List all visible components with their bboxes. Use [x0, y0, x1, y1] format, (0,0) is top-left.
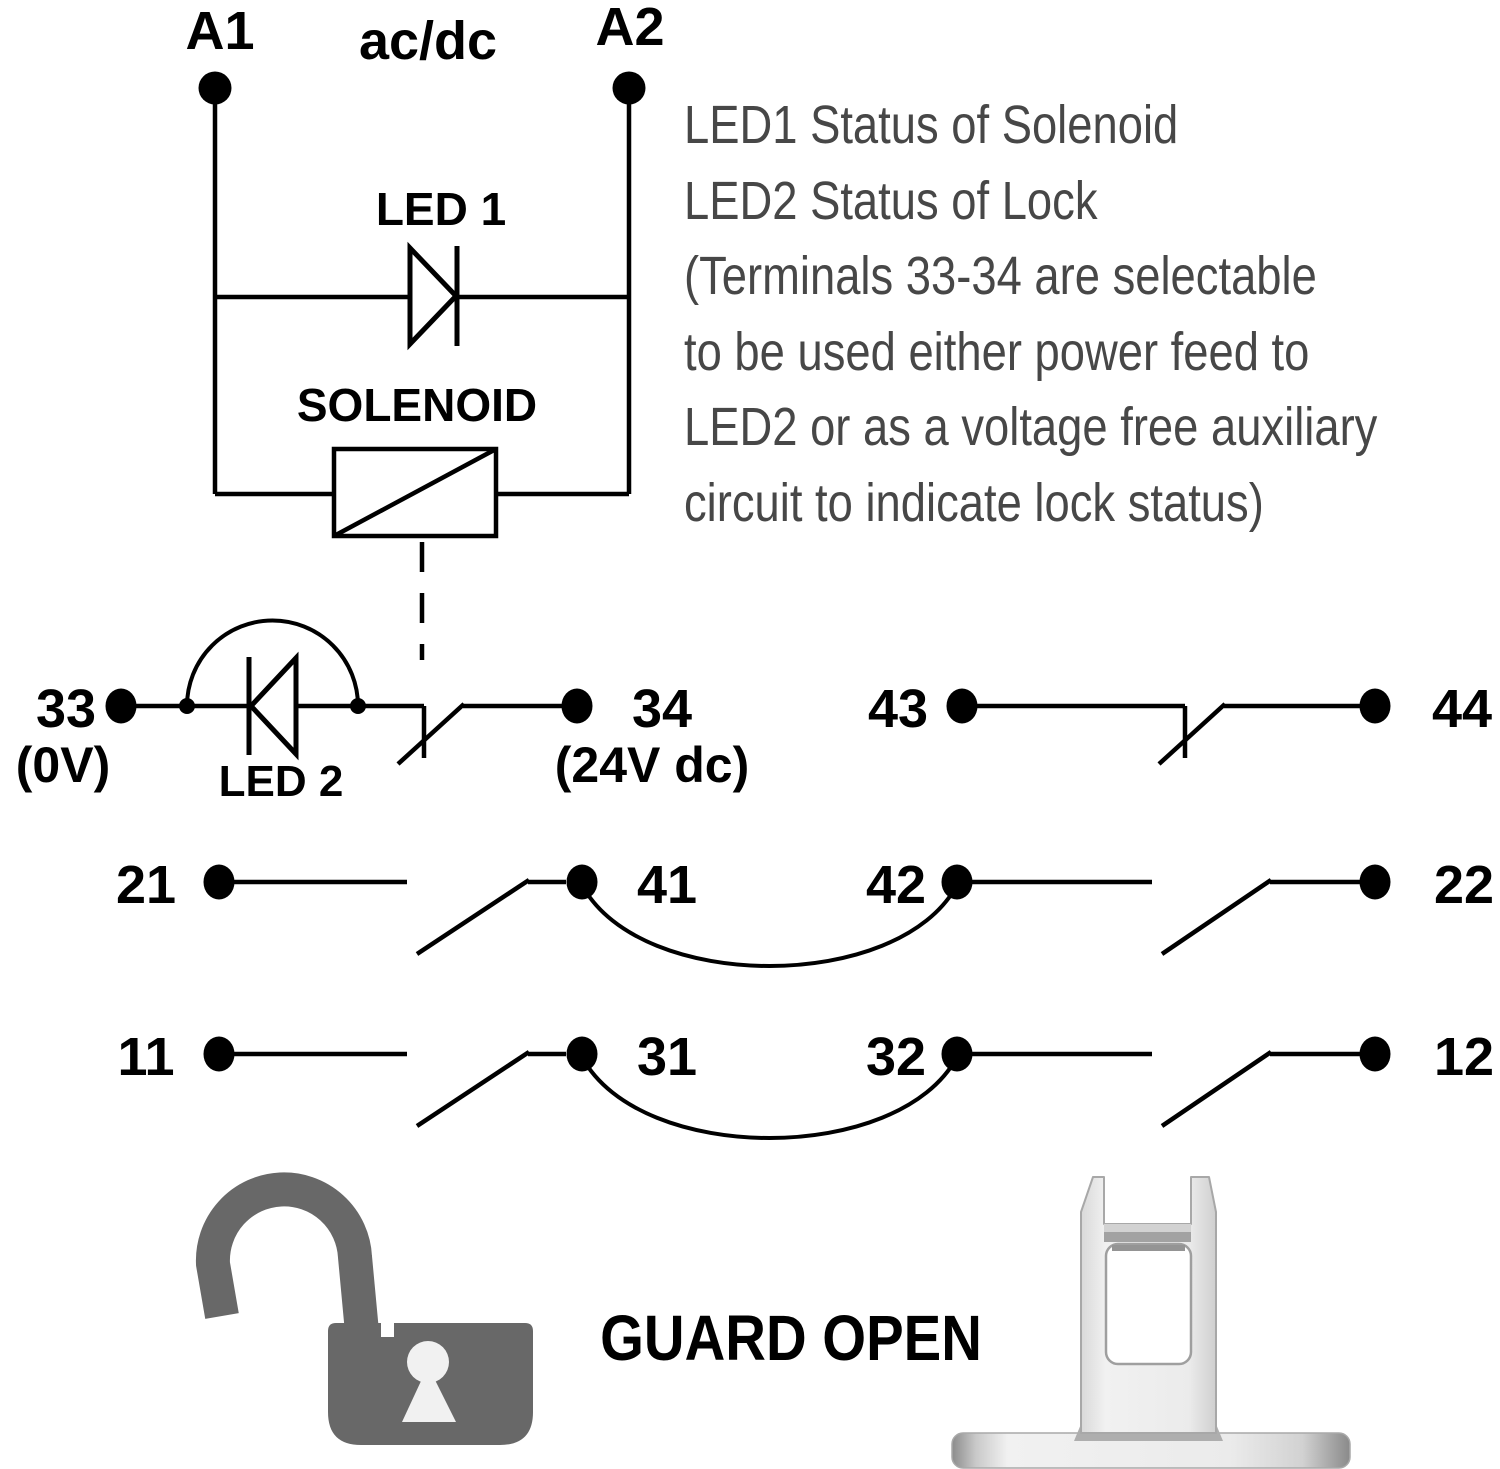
contact-33-blade	[396, 702, 466, 766]
link-arc-31-32	[580, 1056, 959, 1140]
note-line: LED2 Status of Lock	[684, 170, 1098, 231]
padlock-shackle	[195, 1172, 379, 1334]
terminal-dot-22	[1359, 864, 1391, 900]
terminal-dot-32	[941, 1036, 973, 1072]
padlock-keyhole-circle	[407, 1341, 449, 1383]
terminal-label-a2: A2	[595, 0, 665, 57]
actuator-key-icon	[951, 1176, 1351, 1469]
note-line: circuit to indicate lock status)	[684, 472, 1264, 533]
terminal-label-33: 33	[35, 679, 97, 739]
terminal-label-43: 43	[867, 679, 929, 739]
contact-11-blade	[415, 1050, 531, 1128]
terminal-dot-21	[203, 864, 235, 900]
link-arc-41-42	[580, 884, 959, 968]
terminal-dot-31	[566, 1036, 598, 1072]
contact-row-11-12	[219, 1050, 1360, 1140]
terminal-label-11: 11	[117, 1027, 175, 1087]
note-line: (Terminals 33-34 are selectable	[684, 246, 1317, 306]
actuator-window	[1104, 1242, 1193, 1366]
terminal-label-21: 21	[115, 855, 177, 915]
solenoid-label: SOLENOID	[296, 379, 538, 431]
contact-43-blade	[1157, 702, 1227, 766]
terminal-label-41: 41	[636, 855, 698, 915]
terminal-sublabel-0v: (0V)	[15, 737, 111, 793]
terminal-label-34: 34	[631, 679, 693, 739]
terminal-dot-41	[566, 864, 598, 900]
terminal-dot-33	[105, 688, 137, 724]
contact-32-blade	[1160, 1050, 1273, 1128]
terminal-dot-43	[946, 688, 978, 724]
terminal-label-42: 42	[865, 855, 927, 915]
junction-dot-led2-right	[350, 698, 366, 714]
contact-row-33-44	[121, 618, 1360, 766]
terminal-label-32: 32	[865, 1027, 927, 1087]
notes-block: LED1 Status of Solenoid LED2 Status of L…	[684, 88, 1377, 541]
open-padlock-icon	[195, 1172, 533, 1445]
note-line: to be used either power feed to	[684, 321, 1310, 382]
terminal-dot-a1	[198, 71, 232, 105]
terminal-label-44: 44	[1431, 679, 1493, 739]
actuator-crossbar-top	[1104, 1224, 1191, 1232]
terminal-dot-11	[203, 1036, 235, 1072]
contact-row-21-22	[219, 878, 1360, 968]
supply-label-acdc: ac/dc	[358, 11, 498, 71]
padlock-shackle-notch	[381, 1320, 394, 1337]
actuator-crossbar-face	[1104, 1232, 1191, 1242]
note-line: LED2 or as a voltage free auxiliary	[684, 397, 1378, 457]
terminal-dot-42	[941, 864, 973, 900]
led1-diode-triangle	[407, 241, 460, 351]
note-line: LED1 Status of Solenoid	[684, 95, 1179, 155]
terminal-dot-12	[1359, 1036, 1391, 1072]
terminal-label-a1: A1	[185, 1, 255, 61]
solenoid-box	[331, 446, 499, 539]
solenoid-loop	[212, 88, 632, 660]
terminal-label-22: 22	[1433, 855, 1495, 915]
terminal-dot-a2	[612, 71, 646, 105]
led2-diode-triangle	[247, 651, 299, 761]
solenoid-box-diagonal	[332, 447, 498, 538]
led2-bypass-arc	[185, 618, 360, 707]
junction-dot-led2-left	[179, 698, 195, 714]
contact-21-blade	[415, 878, 531, 956]
contact-42-blade	[1160, 878, 1273, 956]
led2-label: LED 2	[218, 757, 344, 806]
terminal-label-31: 31	[636, 1027, 698, 1087]
padlock-keyhole-slot	[402, 1366, 456, 1422]
led1-label: LED 1	[375, 183, 507, 235]
terminal-label-12: 12	[1433, 1027, 1495, 1087]
terminal-dot-34	[561, 688, 593, 724]
guard-open-caption: GUARD OPEN	[600, 1302, 982, 1374]
terminal-dot-44	[1359, 688, 1391, 724]
terminal-sublabel-24vdc: (24V dc)	[554, 737, 750, 793]
